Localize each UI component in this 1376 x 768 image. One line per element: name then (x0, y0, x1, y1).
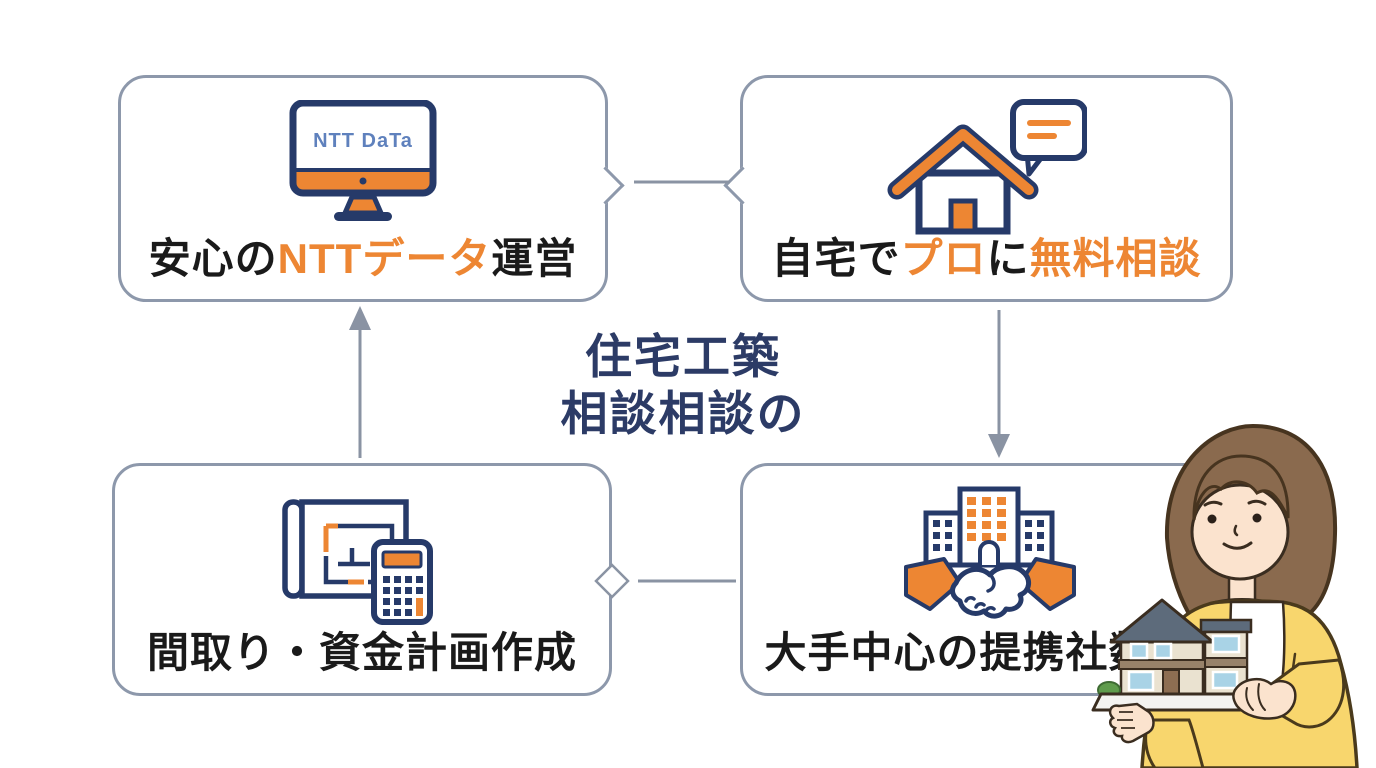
floorplan-calculator-icon (282, 499, 433, 625)
card-label-partners: 大手中心の提携社数 (764, 629, 1152, 676)
handshake (904, 557, 1076, 619)
woman-holding-house-model (1091, 423, 1359, 768)
house (887, 124, 1038, 235)
company-handshake-icon (904, 486, 1076, 619)
home-chat-icon (887, 99, 1087, 235)
card-label-consultation: 自宅でプロに無料相談 (771, 235, 1202, 282)
card-tail-left (723, 166, 762, 205)
calculator (371, 539, 433, 625)
speech-bubble (1009, 99, 1087, 177)
card-free-consultation: 自宅でプロに無料相談 (723, 75, 1233, 302)
buildings (923, 486, 1055, 568)
card-ntt-data-operation: NTT DaTa 安心のNTTデータ運営 (118, 75, 625, 302)
center-title-line1: 住宅工築 (585, 330, 781, 383)
up-arrow (349, 306, 371, 458)
center-title-line2: 相談相談の (560, 387, 806, 440)
card-label-ntt-data: 安心のNTTデータ運営 (148, 235, 578, 282)
center-title: 住宅工築 相談相談の (483, 328, 883, 442)
card-floorplan-funding: 間取り・資金計画作成 (112, 463, 612, 696)
down-arrow (988, 310, 1010, 458)
card-tail-right (586, 166, 625, 205)
ntt-data-monitor-icon: NTT DaTa (289, 100, 437, 221)
woman-arms (1108, 658, 1346, 768)
card-label-floorplan: 間取り・資金計画作成 (146, 629, 577, 676)
monitor-logo-text: NTT DaTa (313, 130, 413, 152)
woman-head (1164, 423, 1338, 616)
